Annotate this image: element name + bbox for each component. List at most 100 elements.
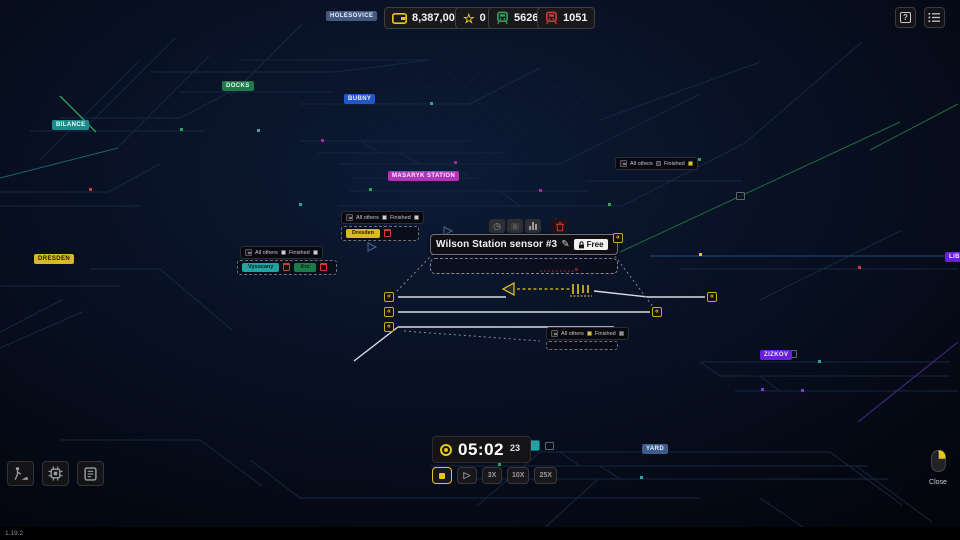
- construction-mode-button[interactable]: [7, 461, 34, 486]
- tooltip-label: Finished: [594, 330, 616, 337]
- delete-button[interactable]: [552, 219, 568, 233]
- route-selection-yellow: [501, 281, 592, 297]
- train-icon: [346, 214, 353, 221]
- status-label: Free: [586, 239, 604, 249]
- clock-time: 05:02: [458, 440, 504, 459]
- speed-3x-button[interactable]: 3X: [482, 467, 502, 484]
- station-label-zizkov: Zizkov: [760, 350, 793, 360]
- status-marker: [586, 331, 592, 336]
- rail-line-green-bright: [59, 95, 97, 133]
- wallet-icon: [392, 12, 407, 24]
- destination-chip: Krc: [294, 263, 316, 272]
- sensor-toolbar: ◷ ▣: [489, 219, 568, 233]
- money-counter: 8,387,009: [384, 7, 469, 29]
- selected-sensor-icon[interactable]: «: [613, 233, 623, 243]
- chart-icon: [529, 222, 537, 230]
- alert-trains-counter: 1051: [537, 7, 596, 29]
- sensor-popup: Wilson Station sensor #3 ✎ Free: [430, 234, 618, 255]
- status-marker: [381, 215, 387, 220]
- list-icon: [928, 13, 940, 23]
- sensor-drop-zone[interactable]: [430, 258, 618, 274]
- tooltip-connectors: [395, 251, 655, 342]
- delete-icon[interactable]: [283, 263, 291, 272]
- mouse-hint-label: Close: [929, 479, 947, 486]
- automation-button[interactable]: [42, 461, 69, 486]
- bottom-toolbar: [7, 461, 104, 486]
- star-icon: ☆: [463, 10, 475, 26]
- train-icon: [551, 330, 558, 337]
- map-marker-box: [545, 442, 554, 450]
- lock-icon: [578, 240, 584, 248]
- station-label-masaryk-station: Masaryk Station: [388, 171, 460, 181]
- delete-icon[interactable]: [319, 263, 327, 272]
- speed-controls: ▷ 3X 10X 25X: [432, 467, 557, 484]
- train-tooltip: All others Finished: [240, 246, 323, 259]
- track-signals: [89, 102, 861, 479]
- destination-list-empty: [546, 341, 618, 350]
- train-icon: [497, 11, 508, 25]
- construction-icon: [14, 467, 29, 480]
- play-icon: ▷: [463, 470, 471, 480]
- destination-list: Vysocany Krc: [237, 260, 337, 275]
- status-marker: [413, 215, 419, 220]
- tooltip-label: All others: [255, 249, 278, 256]
- status-badge[interactable]: Free: [573, 239, 608, 250]
- speed-10x-button[interactable]: 10X: [507, 467, 530, 484]
- stats-button[interactable]: [525, 219, 541, 233]
- rail-line-purple: [857, 341, 959, 423]
- arrived-trains-counter: 5626: [488, 7, 547, 29]
- timer-icon: ◷: [493, 220, 501, 231]
- sensor-icon[interactable]: «: [384, 292, 394, 302]
- money-value: 8,387,009: [412, 12, 461, 24]
- mouse-right-click-icon: [930, 449, 946, 473]
- play-button[interactable]: ▷: [457, 467, 477, 484]
- bottom-strip: 1.19.2: [0, 527, 960, 540]
- station-label-docks: Docks: [222, 81, 254, 91]
- station-label-yard: Yard: [642, 444, 669, 454]
- copy-icon: ▣: [510, 220, 520, 231]
- destination-chip: Dresden: [346, 229, 381, 238]
- stars-counter: ☆ 0: [455, 7, 494, 29]
- rail-lines-green: [619, 103, 959, 253]
- sensor-icon[interactable]: «: [707, 292, 717, 302]
- sensor-title: Wilson Station sensor #3: [436, 239, 558, 250]
- status-marker: [687, 161, 693, 166]
- clock-seconds: 23: [509, 443, 520, 453]
- mouse-hint: Close: [918, 449, 958, 486]
- game-clock: 05:02 23: [432, 436, 531, 463]
- stars-value: 0: [479, 12, 486, 24]
- tooltip-label: Finished: [663, 160, 685, 167]
- status-marker: [312, 250, 318, 255]
- sensor-icon[interactable]: «: [384, 322, 394, 332]
- timer-button[interactable]: ◷: [489, 219, 505, 233]
- destination-chip: Vysocany: [242, 263, 280, 272]
- sensor-icon[interactable]: «: [652, 307, 662, 317]
- edit-icon[interactable]: ✎: [561, 239, 570, 250]
- destination-list: Dresden: [341, 226, 419, 241]
- tooltip-label: All others: [561, 330, 584, 337]
- contracts-button[interactable]: [77, 461, 104, 486]
- map-marker-box: [736, 192, 745, 200]
- arrived-trains-value: 5626: [514, 12, 539, 24]
- speed-25x-button[interactable]: 25X: [534, 467, 557, 484]
- active-routes-white: [353, 290, 705, 362]
- tooltip-label: Finished: [288, 249, 310, 256]
- station-label-holesovice: Holesovice: [326, 11, 378, 21]
- train-tooltip: All others Finished: [615, 157, 698, 170]
- sensor-icon[interactable]: «: [384, 307, 394, 317]
- station-label-bilance: Bilance: [52, 120, 90, 130]
- pause-button[interactable]: [432, 467, 452, 484]
- status-marker: [618, 331, 624, 336]
- alert-trains-value: 1051: [563, 12, 588, 24]
- station-label-liben: Liben: [945, 252, 960, 262]
- train-tooltip: All others Finished: [546, 327, 629, 340]
- journal-icon: [84, 466, 97, 481]
- delete-icon[interactable]: [384, 229, 392, 238]
- train-icon: [620, 160, 627, 167]
- station-label-dresden: Dresden: [34, 254, 75, 264]
- help-button[interactable]: ?: [895, 7, 916, 28]
- menu-button[interactable]: [924, 7, 945, 28]
- status-marker: [280, 250, 286, 255]
- copy-button[interactable]: ▣: [507, 219, 523, 233]
